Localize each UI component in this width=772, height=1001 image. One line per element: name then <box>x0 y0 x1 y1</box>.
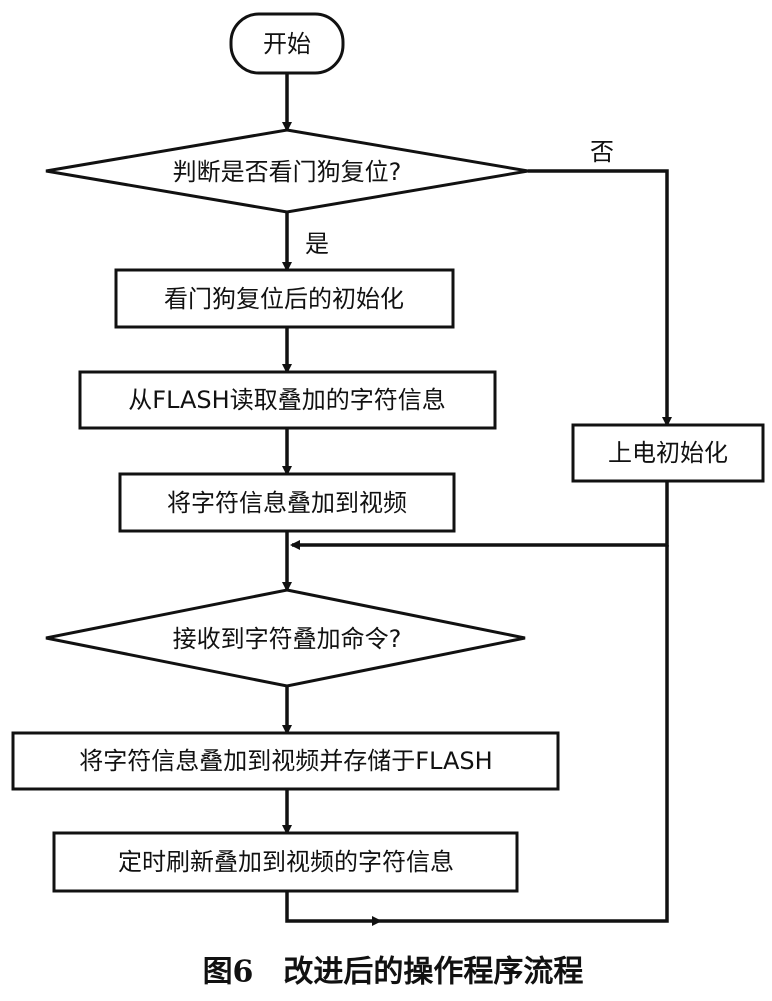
read-flash-node: 从FLASH读取叠加的字符信息 <box>78 370 497 430</box>
edge-refresh-to-bottom-loop <box>285 891 382 926</box>
edge-bottom-loop-to-right <box>380 545 669 923</box>
power-on-init-label: 上电初始化 <box>608 439 728 467</box>
decision-command-node: 接收到字符叠加命令? <box>45 588 526 688</box>
overlay-video-label: 将字符信息叠加到视频 <box>167 489 407 517</box>
timed-refresh-node: 定时刷新叠加到视频的字符信息 <box>52 831 519 893</box>
connectors <box>282 73 672 926</box>
power-on-init-node: 上电初始化 <box>571 423 765 483</box>
timed-refresh-label: 定时刷新叠加到视频的字符信息 <box>118 848 454 876</box>
overlay-video-node: 将字符信息叠加到视频 <box>118 472 456 533</box>
yes-label: 是 <box>305 230 329 258</box>
start-label: 开始 <box>263 30 311 58</box>
watchdog-init-node: 看门狗复位后的初始化 <box>114 268 455 329</box>
decision-watchdog-label: 判断是否看门狗复位? <box>173 158 402 186</box>
read-flash-label: 从FLASH读取叠加的字符信息 <box>128 386 445 414</box>
decision-command-label: 接收到字符叠加命令? <box>173 625 402 653</box>
figure-caption: 图6 改进后的操作程序流程 <box>203 955 584 990</box>
start-node: 开始 <box>229 12 345 75</box>
overlay-store-node: 将字符信息叠加到视频并存储于FLASH <box>11 731 560 791</box>
watchdog-init-label: 看门狗复位后的初始化 <box>164 285 404 313</box>
decision-watchdog-node: 判断是否看门狗复位? <box>45 128 529 214</box>
overlay-store-label: 将字符信息叠加到视频并存储于FLASH <box>79 747 492 775</box>
edge-no-to-power-on-init <box>528 169 672 427</box>
no-label: 否 <box>590 138 614 166</box>
